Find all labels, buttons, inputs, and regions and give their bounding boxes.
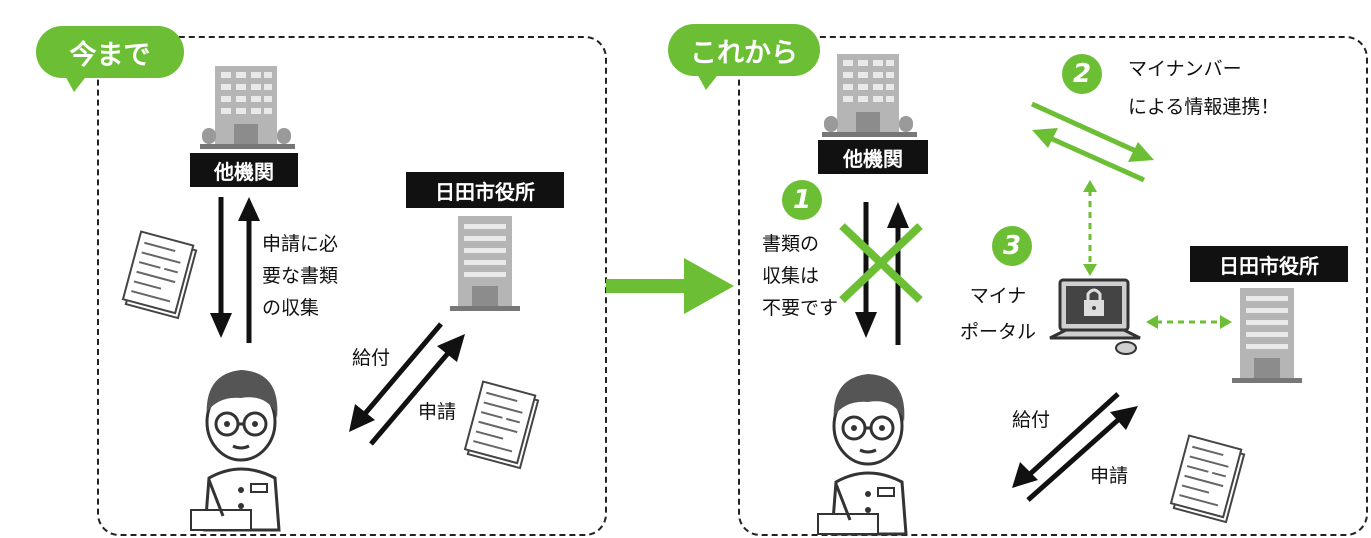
computer-lock-icon <box>1049 278 1141 355</box>
transition-arrow <box>606 258 734 314</box>
agency-building-icon <box>822 54 917 137</box>
step1-line-2: 収集は <box>762 265 820 287</box>
data-link-arrows <box>1030 101 1154 183</box>
step2-line-1: マイナンバー <box>1128 58 1242 80</box>
after-agency-label-text: 他機関 <box>843 146 903 171</box>
after-apply-label: 申請 <box>1090 465 1129 487</box>
before-collect-line-2: 要な書類 <box>262 265 339 287</box>
before-collect-text: 申請に必 要な書類 の収集 <box>262 228 338 324</box>
before-tag-text: 今まで <box>69 39 151 71</box>
after-collect-arrows-crossed <box>839 202 923 345</box>
step1-text: 書類の 収集は 不要です <box>762 228 838 324</box>
step2-text: マイナンバー による情報連携！ <box>1128 50 1279 126</box>
after-tag-text: これから <box>690 37 798 69</box>
citizen-person-icon <box>817 374 908 536</box>
city-hall-building-icon <box>450 216 520 311</box>
after-benefit-arrows <box>1012 392 1138 502</box>
agency-building-icon <box>200 66 295 149</box>
after-tag: これから <box>668 24 820 90</box>
step2-number-text: 2 <box>1072 59 1092 89</box>
after-benefit-label: 給付 <box>1012 409 1051 431</box>
documents-icon <box>121 230 198 320</box>
before-collect-line-3: の収集 <box>262 297 320 319</box>
step2-number-badge: 2 <box>1062 54 1102 94</box>
documents-icon <box>1169 434 1246 524</box>
step3-number-text: 3 <box>1002 231 1022 261</box>
after-agency-label: 他機関 <box>818 140 928 174</box>
documents-icon <box>463 380 540 470</box>
before-benefit-arrows <box>349 322 465 446</box>
after-panel <box>738 36 1368 536</box>
before-benefit-label: 給付 <box>352 347 391 369</box>
portal-link-arrow-horizontal <box>1146 315 1232 329</box>
before-collect-arrows <box>210 197 260 343</box>
step1-line-3: 不要です <box>762 297 839 319</box>
after-city-label: 日田市役所 <box>1190 246 1348 282</box>
citizen-person-icon <box>190 370 281 532</box>
after-city-label-text: 日田市役所 <box>1219 253 1319 278</box>
before-city-label-text: 日田市役所 <box>435 179 535 204</box>
before-city-label: 日田市役所 <box>406 172 564 208</box>
before-tag: 今まで <box>36 26 184 92</box>
city-hall-building-icon <box>1232 288 1302 383</box>
before-apply-label: 申請 <box>418 401 457 423</box>
step3-text: マイナ ポータル <box>960 278 1036 350</box>
portal-link-arrow-vertical <box>1083 180 1097 276</box>
step1-number-text: 1 <box>792 185 812 215</box>
step2-line-2: による情報連携！ <box>1128 96 1280 118</box>
before-agency-label-text: 他機関 <box>214 159 274 184</box>
step3-number-badge: 3 <box>992 226 1032 266</box>
step1-number-badge: 1 <box>782 180 822 220</box>
before-collect-line-1: 申請に必 <box>262 233 339 255</box>
step3-line-2: ポータル <box>960 321 1037 343</box>
step1-line-1: 書類の <box>762 233 820 255</box>
step3-line-1: マイナ <box>969 285 1027 307</box>
before-agency-label: 他機関 <box>190 153 298 187</box>
